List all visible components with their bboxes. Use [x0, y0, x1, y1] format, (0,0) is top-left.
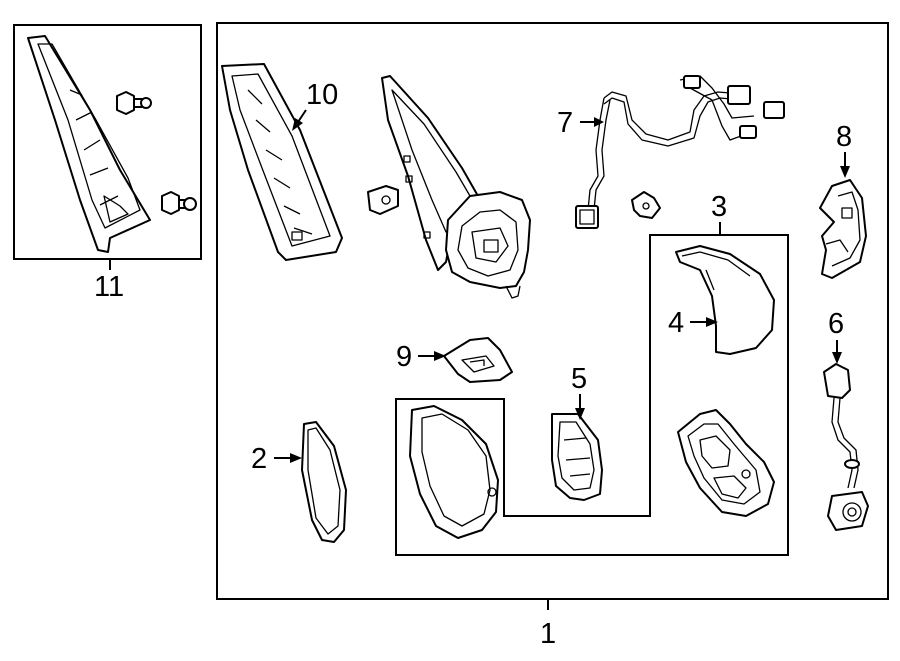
arrowhead-2 [290, 453, 302, 463]
callout-label-11: 11 [94, 271, 124, 303]
callout-label-4: 4 [668, 307, 684, 339]
callout-label-10: 10 [306, 79, 338, 111]
bezel-frame-icon [221, 63, 343, 261]
bezel-housing-icon [409, 405, 499, 539]
arrowhead-8 [840, 166, 850, 178]
mirror-glass-icon [301, 421, 347, 543]
push-clip-icon [116, 91, 152, 115]
arrowhead-7 [594, 117, 604, 127]
callout-label-2: 2 [251, 443, 267, 475]
arrowhead-10 [292, 118, 303, 131]
callout-arrow-10 [297, 109, 307, 123]
turn-signal-lamp-icon [819, 179, 867, 279]
push-clip-icon [161, 191, 197, 215]
arrowhead-4 [706, 317, 718, 327]
bracket-9-icon [443, 337, 513, 383]
mirror-assembly-icon [381, 75, 531, 299]
callout-label-3: 3 [711, 191, 727, 223]
arrowhead-6 [832, 352, 842, 364]
callout-label-1: 1 [540, 618, 556, 650]
callout-label-8: 8 [836, 121, 852, 153]
wiring-harness-icon [575, 75, 785, 229]
part-11-frame [13, 24, 202, 260]
cover-icon [677, 409, 775, 517]
callout-label-6: 6 [828, 308, 844, 340]
actuator-icon [551, 413, 603, 501]
arrowhead-5 [575, 408, 585, 420]
inner-group-frame [395, 234, 789, 556]
callout-label-5: 5 [571, 363, 587, 395]
triangle-trim-panel-icon [27, 35, 151, 253]
callout-label-9: 9 [396, 341, 412, 373]
small-clip-icon [631, 191, 661, 219]
main-assembly-frame [216, 22, 889, 600]
bracket-icon [367, 185, 399, 215]
callout-label-7: 7 [557, 107, 573, 139]
cover-cap-icon [675, 245, 775, 355]
camera-icon [823, 363, 869, 531]
arrowhead-9 [434, 351, 446, 361]
